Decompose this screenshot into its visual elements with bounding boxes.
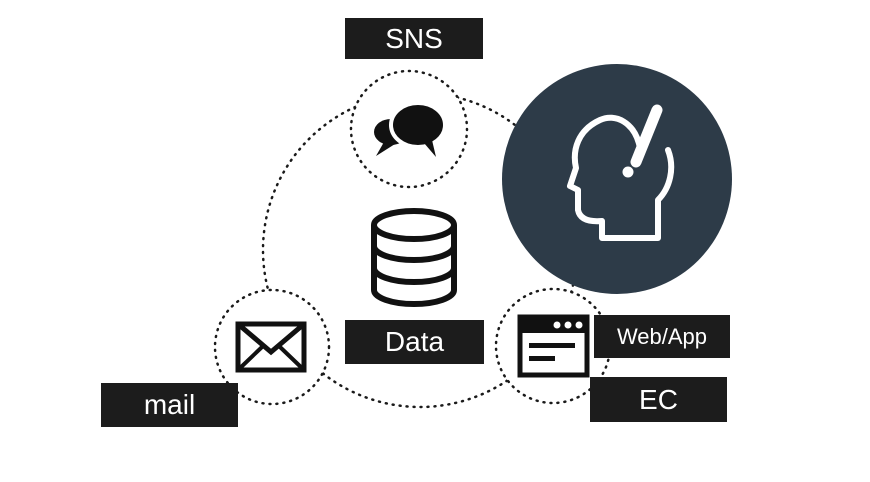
web-node: [494, 287, 612, 405]
head-exclamation-icon: [567, 104, 675, 241]
sns-node: [349, 69, 469, 189]
browser-window-icon: [517, 314, 590, 378]
data-label: Data: [345, 320, 484, 364]
sns-label: SNS: [345, 18, 483, 59]
insight-circle: [502, 64, 732, 294]
insight-node: [502, 64, 732, 294]
speech-bubbles-icon: [374, 101, 447, 157]
web-app-label: Web/App: [594, 315, 730, 358]
envelope-icon: [235, 321, 307, 373]
mail-label: mail: [101, 383, 238, 427]
mail-node: [213, 288, 331, 406]
database-icon: [371, 208, 457, 307]
ec-label: EC: [590, 377, 727, 422]
